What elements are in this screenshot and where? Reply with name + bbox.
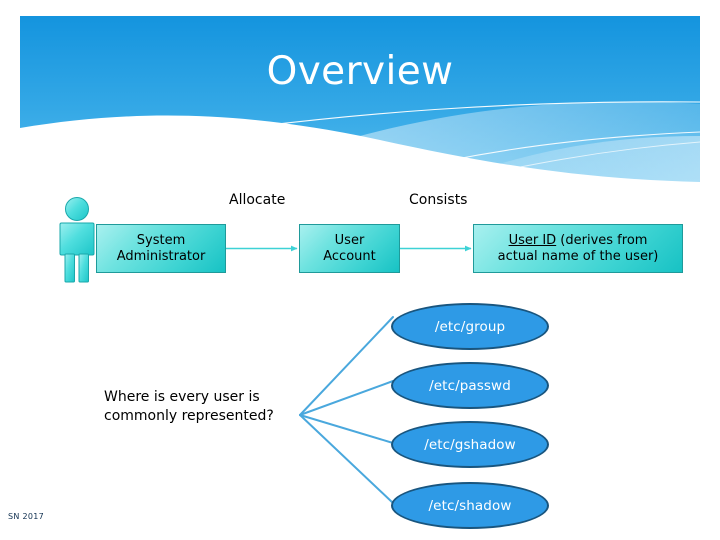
page-title: Overview [266, 49, 454, 94]
box-sysadmin-line1: System [136, 233, 186, 249]
box-userid-rest: (derives from [556, 233, 648, 249]
edge-label-allocate: Allocate [229, 192, 286, 208]
file-ellipse-etc-passwd[interactable]: /etc/passwd [391, 362, 549, 409]
question-line2: commonly represented? [104, 407, 274, 424]
file-ellipse-etc-gshadow[interactable]: /etc/gshadow [391, 421, 549, 468]
edge-label-consists: Consists [409, 192, 468, 208]
box-system-administrator[interactable]: System Administrator [96, 224, 226, 273]
box-userid-line2: actual name of the user) [497, 248, 659, 264]
person-icon [50, 196, 104, 284]
box-useraccount-line2: Account [323, 248, 376, 264]
file-ellipse-etc-group[interactable]: /etc/group [391, 303, 549, 350]
box-user-account[interactable]: User Account [299, 224, 400, 273]
header-banner [20, 16, 700, 184]
banner-graphic [20, 16, 700, 184]
box-userid-underlined: User ID [508, 233, 557, 249]
slide-footer: SN 2017 [8, 512, 45, 521]
file-ellipse-etc-shadow[interactable]: /etc/shadow [391, 482, 549, 529]
question-text: Where is every user is commonly represen… [104, 388, 304, 426]
box-user-id[interactable]: User ID (derives from actual name of the… [473, 224, 683, 273]
question-line1: Where is every user is [104, 389, 260, 405]
box-useraccount-line1: User [334, 233, 365, 249]
box-sysadmin-line2: Administrator [116, 248, 206, 264]
